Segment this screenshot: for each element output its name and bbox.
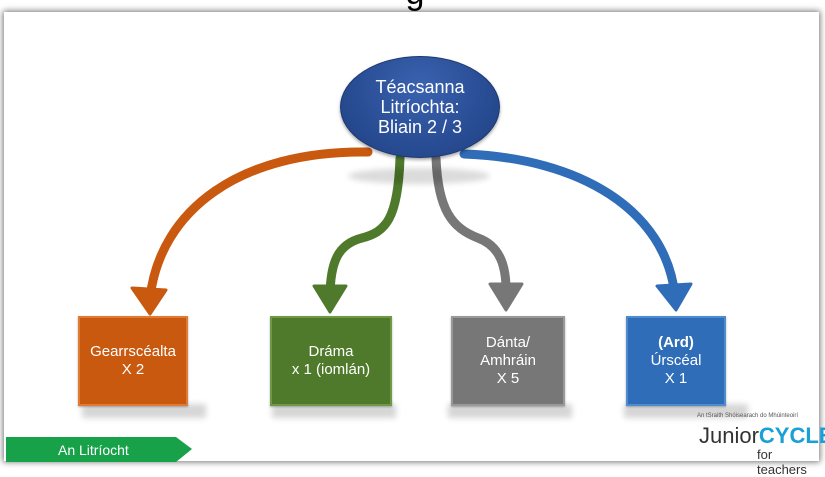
box-4-line-1: (Ard): [658, 334, 694, 351]
center-node-shadow: [348, 168, 490, 184]
arrow-to-danta: [431, 153, 511, 301]
junior-cycle-logo: JuniorCYCLE: [699, 424, 825, 448]
box-1-line-1: Gearrscéalta: [90, 343, 176, 360]
box-shadow-4: [624, 404, 748, 418]
box-3-line-2: Amhráin: [480, 352, 536, 369]
arrow-head-green: [312, 284, 348, 314]
box-urscéal: (Ard) Úrscéal X 1: [626, 316, 726, 406]
logo-junior-text: Junior: [699, 423, 759, 448]
box-2-line-2: x 1 (iomlán): [291, 361, 371, 378]
box-2-line-1: Dráma: [308, 343, 354, 360]
arrow-head-orange: [130, 286, 168, 316]
box-3-line-3: X 5: [496, 370, 520, 387]
arrow-to-urscéal: [459, 149, 680, 301]
box-danta: Dánta/ Amhráin X 5: [451, 316, 565, 406]
box-3-line-1: Dánta/: [485, 334, 531, 351]
arrow-to-drama: [325, 153, 405, 303]
box-shadow-3: [448, 404, 572, 418]
box-shadow-2: [272, 404, 396, 418]
center-node-line-2: Litríochta:: [380, 97, 460, 117]
center-node-line-3: Bliain 2 / 3: [377, 117, 463, 137]
box-1-line-2: X 2: [121, 361, 145, 378]
logo-tagline: An tSraith Shóisearach do Mhúinteoirí: [697, 413, 799, 419]
arrow-head-blue: [655, 282, 693, 312]
connector-arrows: [6, 147, 693, 462]
logo-cycle-text: CYCLE: [758, 423, 825, 448]
section-label: An Litríocht: [58, 442, 129, 458]
box-4-line-2: Úrscéal: [650, 352, 702, 369]
slide-title-partial: g: [345, 0, 485, 10]
slide: g Téacsanna Litríochta: Bliain 2 / 3 Gea…: [4, 0, 825, 477]
center-node: Téacsanna Litríochta: Bliain 2 / 3: [340, 56, 500, 158]
box-gearrsceealta: Gearrscéalta X 2: [78, 316, 188, 406]
box-drama: Dráma x 1 (iomlán): [270, 316, 392, 406]
section-label-shape: [6, 437, 192, 462]
center-node-line-1: Téacsanna: [375, 77, 465, 97]
box-4-line-3: X 1: [664, 370, 688, 387]
arrow-to-gearrsceealta: [145, 147, 373, 303]
arrow-head-gray: [488, 282, 524, 312]
box-shadow-1: [82, 404, 206, 418]
logo-teachers-text: for teachers: [757, 447, 807, 477]
